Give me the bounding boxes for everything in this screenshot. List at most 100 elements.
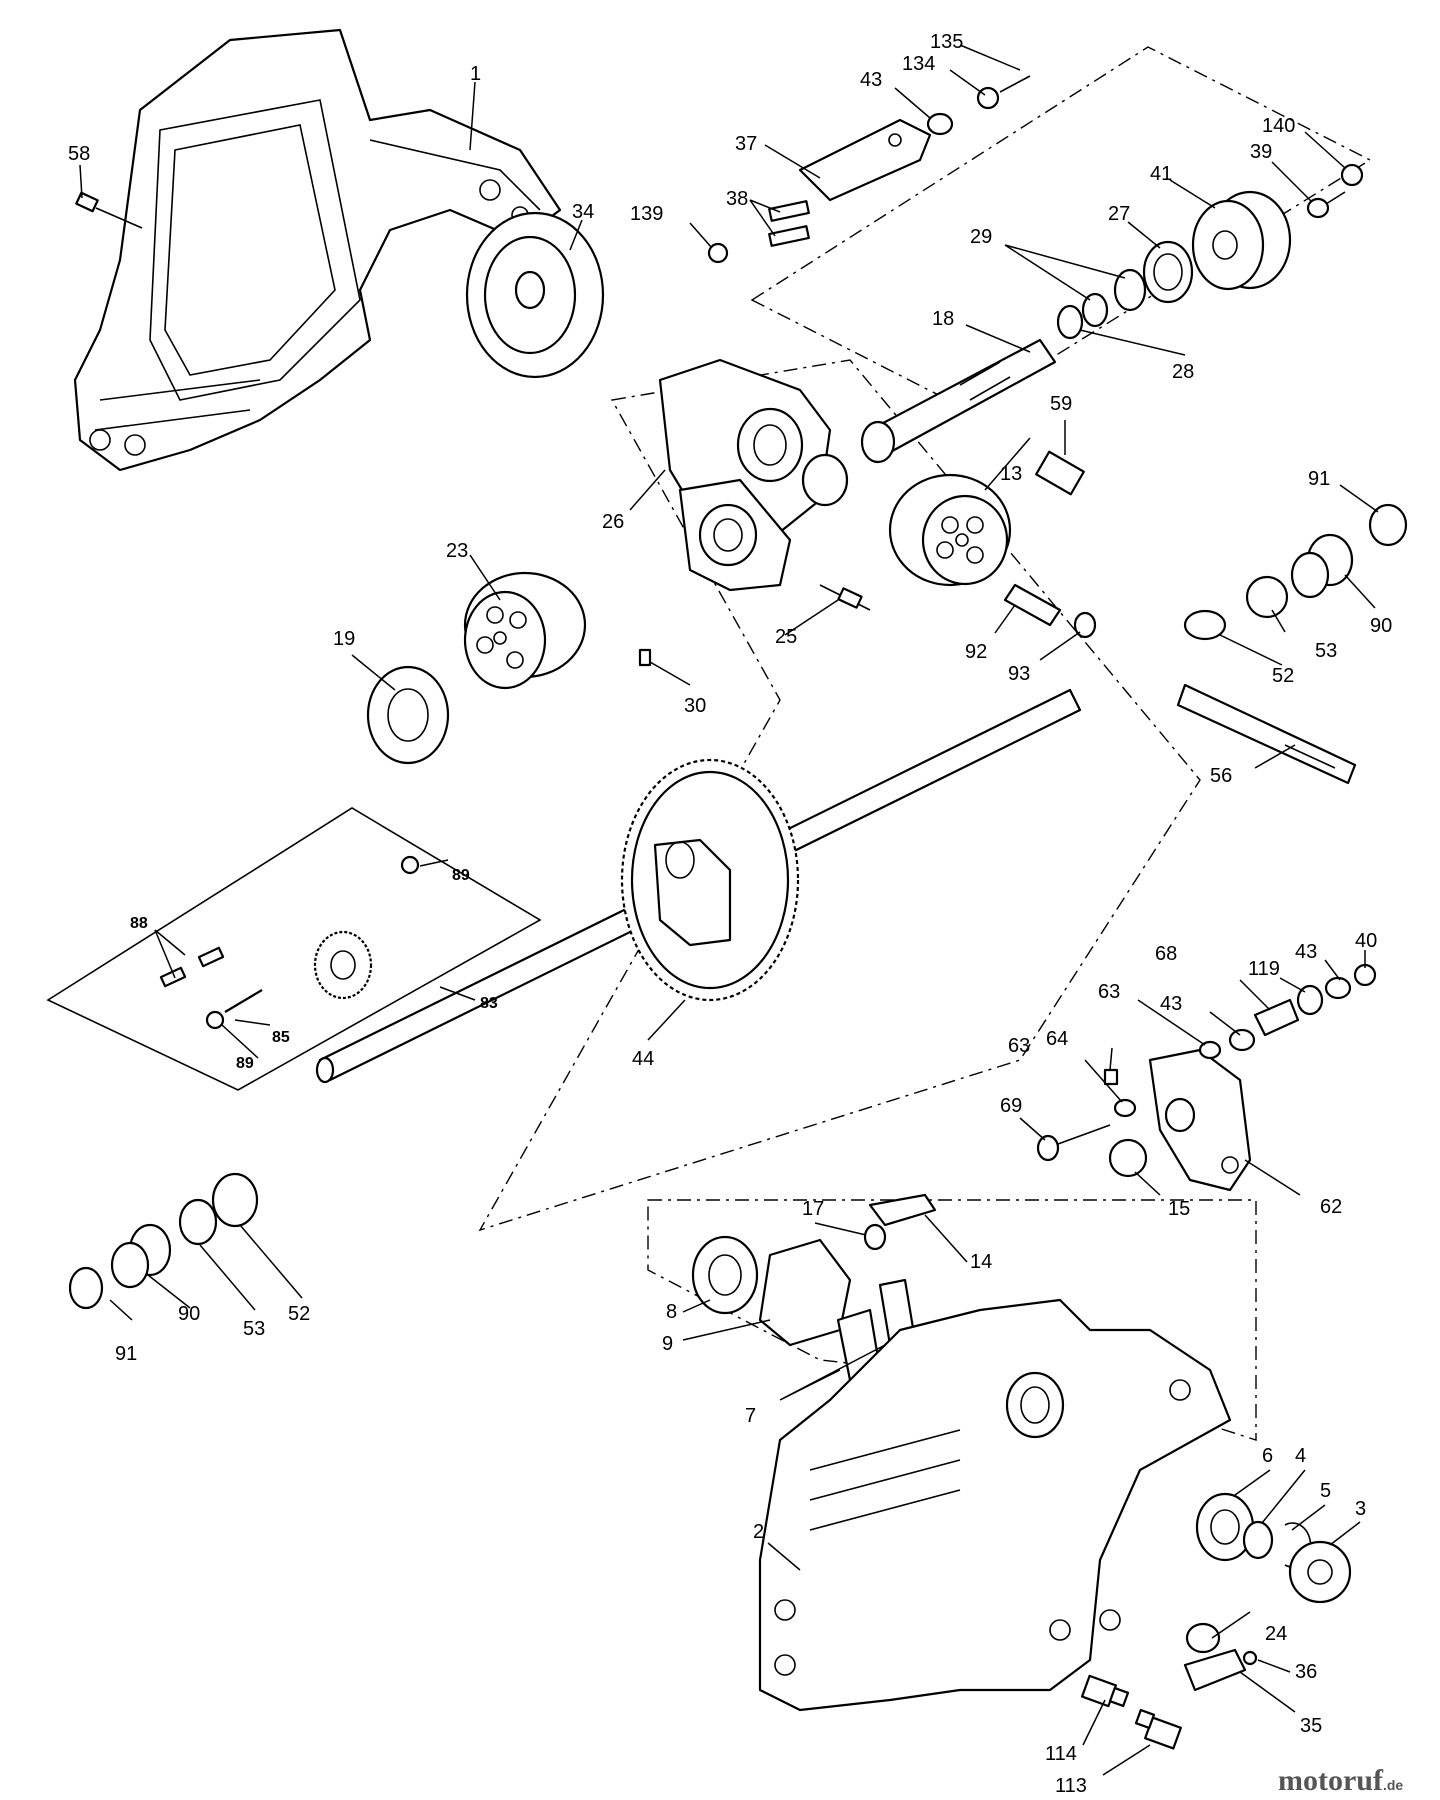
label-27: 27 xyxy=(1108,203,1130,225)
label-3: 3 xyxy=(1355,1498,1366,1520)
label-15: 15 xyxy=(1168,1198,1190,1220)
label-91a: 91 xyxy=(1308,468,1330,490)
spring-68 xyxy=(1253,998,1300,1037)
part-labels: 1 58 34 135 134 43 37 38 139 140 39 41 2… xyxy=(68,31,1392,1797)
spring-17 xyxy=(863,1223,887,1251)
cover-41 xyxy=(1191,190,1292,291)
washer-43c xyxy=(1228,1028,1256,1052)
label-52a: 52 xyxy=(1272,665,1294,687)
label-119: 119 xyxy=(1248,958,1280,980)
label-89b: 89 xyxy=(236,1055,254,1072)
bearing-27 xyxy=(1142,240,1194,304)
fitting-114 xyxy=(1080,1674,1130,1708)
label-19: 19 xyxy=(333,628,355,650)
label-6: 6 xyxy=(1262,1445,1273,1467)
cylinder-13 xyxy=(888,473,1012,587)
label-68: 68 xyxy=(1155,943,1177,965)
bearing-6 xyxy=(1195,1492,1255,1562)
label-28: 28 xyxy=(1172,361,1194,383)
label-8: 8 xyxy=(666,1301,677,1323)
label-43c: 43 xyxy=(1160,993,1182,1015)
fitting-113 xyxy=(1134,1708,1182,1750)
pulley-34 xyxy=(465,211,605,379)
bushing-90a xyxy=(1290,533,1354,599)
bracket-37 xyxy=(707,118,932,264)
control-arm-62 xyxy=(1148,1048,1252,1192)
seal-53b xyxy=(178,1198,218,1246)
clip-30 xyxy=(638,648,652,667)
spacer-119 xyxy=(1296,984,1324,1016)
label-88: 88 xyxy=(130,915,148,932)
ring-4 xyxy=(1242,1520,1274,1560)
block-9 xyxy=(758,1238,852,1347)
label-37: 37 xyxy=(735,133,757,155)
seal-91b xyxy=(68,1266,104,1310)
inset-box-83 xyxy=(46,807,542,1091)
bushing-15 xyxy=(1108,1138,1148,1178)
spacer-59 xyxy=(1035,450,1085,496)
bolt-69 xyxy=(1036,1124,1111,1162)
spring-92 xyxy=(1003,583,1062,627)
right-housing xyxy=(758,1298,1232,1712)
top-hardware xyxy=(926,75,1031,136)
label-13: 13 xyxy=(1000,463,1022,485)
label-23: 23 xyxy=(446,540,468,562)
washer-52a xyxy=(1183,609,1227,641)
watermark-logo: motoruf.de xyxy=(1278,1764,1403,1797)
label-2: 2 xyxy=(753,1521,764,1543)
label-139: 139 xyxy=(630,203,663,225)
gear-44 xyxy=(620,758,800,1002)
label-44: 44 xyxy=(632,1048,654,1070)
label-91b: 91 xyxy=(115,1343,137,1365)
dash-group-lower xyxy=(647,1199,1257,1441)
label-58: 58 xyxy=(68,143,90,165)
label-39: 39 xyxy=(1250,141,1272,163)
pin-64 xyxy=(1103,1068,1119,1086)
label-35: 35 xyxy=(1300,1715,1322,1737)
label-59: 59 xyxy=(1050,393,1072,415)
label-64: 64 xyxy=(1046,1028,1068,1050)
label-53a: 53 xyxy=(1315,640,1337,662)
label-63b: 63 xyxy=(1008,1035,1030,1057)
link-24 xyxy=(1185,1622,1221,1654)
label-17: 17 xyxy=(802,1198,824,1220)
left-housing xyxy=(73,28,562,472)
label-4: 4 xyxy=(1295,1445,1306,1467)
label-62: 62 xyxy=(1320,1196,1342,1218)
label-7: 7 xyxy=(745,1405,756,1427)
label-89a: 89 xyxy=(452,867,470,884)
label-18: 18 xyxy=(932,308,954,330)
label-135: 135 xyxy=(930,31,963,53)
label-114: 114 xyxy=(1045,1743,1077,1765)
label-90a: 90 xyxy=(1370,615,1392,637)
label-134: 134 xyxy=(902,53,935,75)
shaft-56 xyxy=(1176,683,1357,785)
dash-group-center xyxy=(478,359,1201,1232)
washer-63a xyxy=(1198,1040,1222,1060)
ring-28 xyxy=(1056,304,1084,340)
washer-63b xyxy=(1113,1098,1137,1118)
label-9: 9 xyxy=(662,1333,673,1355)
label-56: 56 xyxy=(1210,765,1232,787)
seal-91a xyxy=(1368,503,1408,547)
label-43a: 43 xyxy=(860,69,882,91)
cylinder-23 xyxy=(463,571,587,690)
label-113: 113 xyxy=(1055,1775,1087,1797)
label-14: 14 xyxy=(970,1251,992,1273)
label-92: 92 xyxy=(965,641,987,663)
svg-text:motoruf.de: motoruf.de xyxy=(1278,1764,1403,1797)
label-34: 34 xyxy=(572,201,594,223)
pin-25 xyxy=(819,584,871,611)
label-140: 140 xyxy=(1262,115,1295,137)
bushing-90b xyxy=(110,1223,172,1289)
seal-3 xyxy=(1288,1540,1352,1604)
label-83: 83 xyxy=(480,995,498,1012)
label-30: 30 xyxy=(684,695,706,717)
washer-52b xyxy=(211,1172,259,1228)
end-plate xyxy=(678,478,792,592)
label-24: 24 xyxy=(1265,1623,1287,1645)
clip-36 xyxy=(1242,1650,1258,1666)
ring-29a xyxy=(1113,268,1147,312)
shaft-18 xyxy=(860,338,1057,464)
link-35 xyxy=(1183,1648,1247,1692)
